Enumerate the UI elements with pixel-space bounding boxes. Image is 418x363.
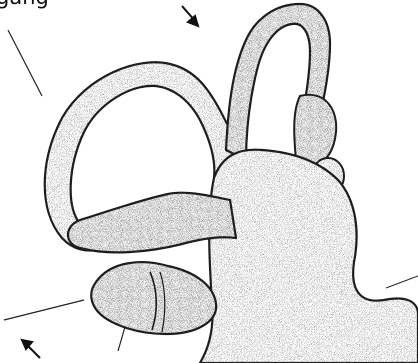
vestibule	[200, 150, 418, 363]
leader-line-top-left	[8, 30, 42, 96]
arrow-top-icon	[182, 6, 198, 26]
leader-line-bottom-left	[4, 300, 84, 320]
ampulla-lower	[91, 262, 216, 334]
label-top-left: gang	[0, 0, 49, 8]
leader-line-right	[386, 276, 418, 288]
arrow-bottom-left-icon	[22, 340, 40, 358]
